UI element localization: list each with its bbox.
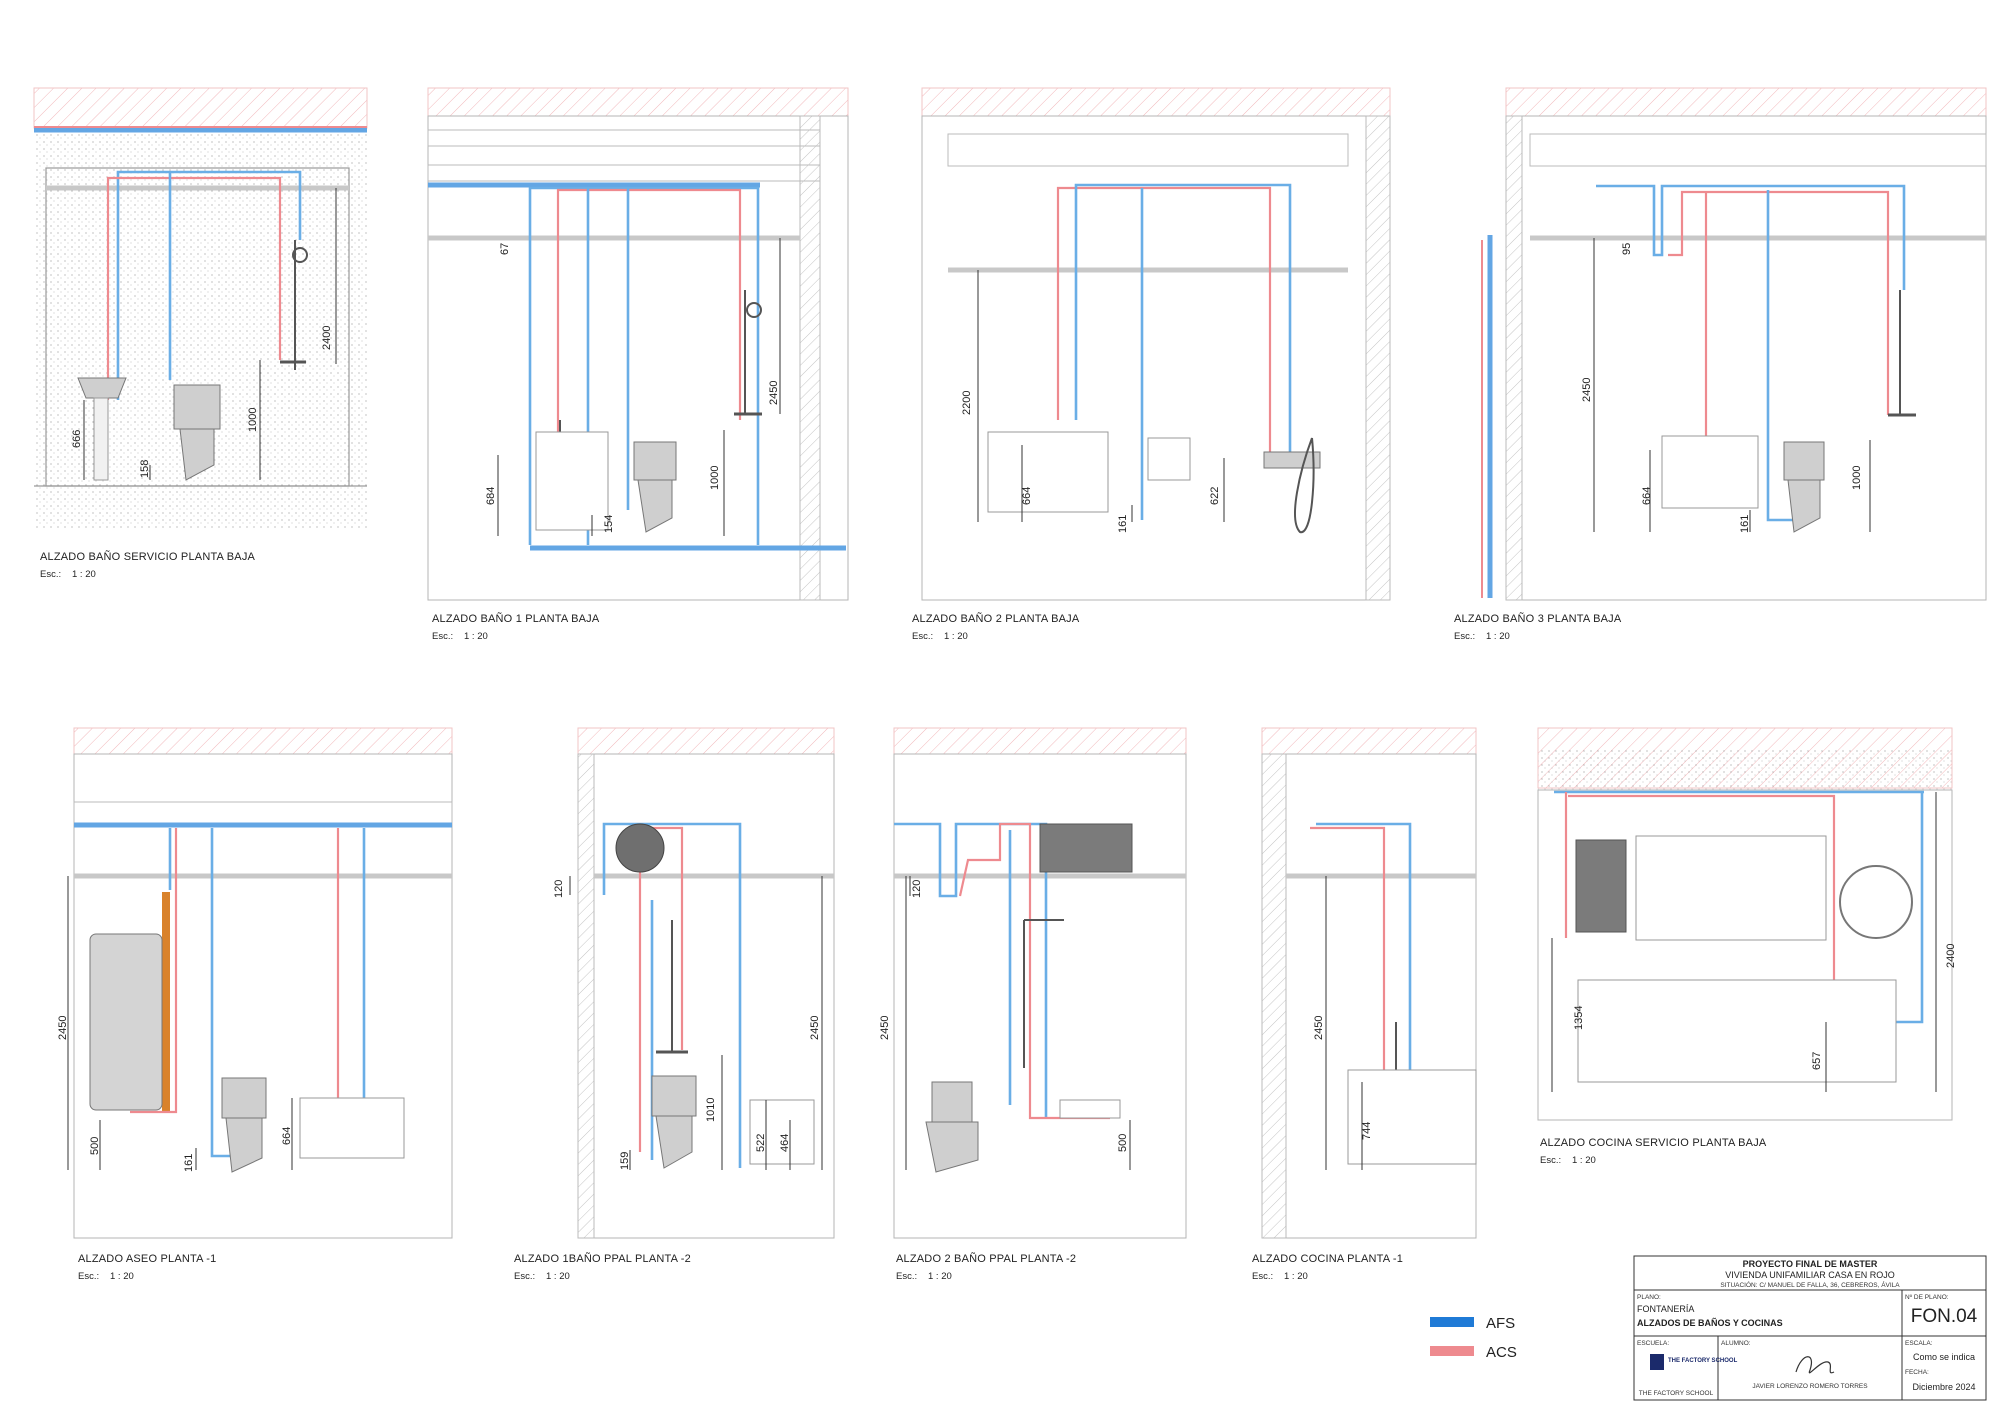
- dim-657: 657: [1811, 1052, 1823, 1070]
- school-logo-text: THE FACTORY SCHOOL: [1668, 1358, 1738, 1364]
- dim-522: 522: [755, 1134, 767, 1152]
- school-logo: THE FACTORY SCHOOL: [1650, 1354, 1738, 1370]
- dim-1000: 1000: [709, 466, 721, 490]
- alumno-name: JAVIER LORENZO ROMERO TORRES: [1752, 1383, 1868, 1390]
- scale-label: Esc.:: [78, 1271, 99, 1282]
- dim-67: 67: [499, 243, 511, 255]
- plano-line-1: FONTANERÍA: [1637, 1304, 1694, 1314]
- dim-120: 120: [553, 880, 565, 898]
- legend-swatch-acs: [1430, 1346, 1474, 1356]
- dim-684: 684: [485, 487, 497, 505]
- escala-value: Como se indica: [1913, 1352, 1975, 1362]
- dim-464: 464: [779, 1134, 791, 1152]
- dim-161: 161: [1117, 515, 1129, 533]
- dim-158: 158: [139, 460, 151, 478]
- scale-label: Esc.:: [1252, 1271, 1273, 1282]
- dim-1000: 1000: [1851, 466, 1863, 490]
- elevation-title: ALZADO 1BAÑO PPAL PLANTA -2: [514, 1252, 691, 1265]
- dim-2450: 2450: [809, 1016, 821, 1040]
- dim-1000: 1000: [247, 408, 259, 432]
- project-location: SITUACIÓN: C/ MANUEL DE FALLA, 36, CEBRE…: [1720, 1280, 1900, 1289]
- fecha-value: Diciembre 2024: [1912, 1382, 1975, 1392]
- dim-500: 500: [89, 1137, 101, 1155]
- escuela-label: ESCUELA:: [1637, 1340, 1669, 1347]
- legend-swatch-afs: [1430, 1317, 1474, 1327]
- scale-value: 1 : 20: [1486, 631, 1510, 642]
- elevation-title: ALZADO BAÑO 3 PLANTA BAJA: [1454, 612, 1622, 625]
- dim-2450: 2450: [1313, 1016, 1325, 1040]
- elevation-1bano-ppal: 120 159 1010 2450 522 464 ALZADO 1BAÑO P…: [514, 727, 835, 1282]
- elevation-2bano-ppal: 120 2450 500 ALZADO 2 BAÑO PPAL PLANTA -…: [879, 727, 1187, 1282]
- dim-664: 664: [1021, 487, 1033, 505]
- plano-line-2: ALZADOS DE BAÑOS Y COCINAS: [1637, 1318, 1783, 1328]
- escala-label: ESCALA:: [1905, 1340, 1933, 1347]
- dim-2200: 2200: [961, 391, 973, 415]
- dim-1354: 1354: [1573, 1006, 1585, 1030]
- scale-value: 1 : 20: [546, 1271, 570, 1282]
- scale-label: Esc.:: [1540, 1155, 1561, 1166]
- elevation-title: ALZADO COCINA SERVICIO PLANTA BAJA: [1540, 1137, 1767, 1149]
- elevation-title: ALZADO ASEO PLANTA -1: [78, 1253, 217, 1265]
- dim-666: 666: [71, 430, 83, 448]
- scale-value: 1 : 20: [110, 1271, 134, 1282]
- elevation-title: ALZADO BAÑO 1 PLANTA BAJA: [432, 612, 600, 625]
- elevation-title: ALZADO BAÑO SERVICIO PLANTA BAJA: [40, 550, 256, 563]
- elevation-title: ALZADO COCINA PLANTA -1: [1252, 1253, 1403, 1265]
- scale-value: 1 : 20: [1284, 1271, 1308, 1282]
- elevation-bano-1: 67 684 154 1000 2450 ALZADO BAÑO 1 PLANT…: [427, 87, 849, 642]
- scale-label: Esc.:: [514, 1271, 535, 1282]
- dim-95: 95: [1621, 243, 1633, 255]
- elevation-cocina-planta-1: 2450 744 ALZADO COCINA PLANTA -1 Esc.: 1…: [1252, 727, 1477, 1282]
- alumno-label: ALUMNO:: [1721, 1340, 1751, 1347]
- dim-120: 120: [911, 880, 923, 898]
- elevation-bano-servicio: 666 158 1000 2400 ALZADO BAÑO SERVICIO P…: [33, 87, 368, 580]
- dim-622: 622: [1209, 487, 1221, 505]
- scale-value: 1 : 20: [464, 631, 488, 642]
- signature: [1795, 1356, 1835, 1374]
- fecha-label: FECHA:: [1905, 1369, 1929, 1376]
- dim-159: 159: [619, 1152, 631, 1170]
- project-subtitle: VIVIENDA UNIFAMILIAR CASA EN ROJO: [1725, 1270, 1895, 1280]
- dim-2450: 2450: [57, 1016, 69, 1040]
- project-title: PROYECTO FINAL DE MASTER: [1743, 1259, 1878, 1269]
- dim-1010: 1010: [705, 1098, 717, 1122]
- scale-label: Esc.:: [1454, 631, 1475, 642]
- dim-161: 161: [183, 1154, 195, 1172]
- title-block: PROYECTO FINAL DE MASTER VIVIENDA UNIFAM…: [1633, 1255, 1987, 1401]
- elevation-bano-2: 2200 664 161 622 ALZADO BAÑO 2 PLANTA BA…: [912, 87, 1391, 642]
- dim-744: 744: [1361, 1122, 1373, 1140]
- dim-161: 161: [1739, 515, 1751, 533]
- dim-2450: 2450: [768, 381, 780, 405]
- num-label: Nº DE PLANO:: [1905, 1294, 1949, 1301]
- scale-label: Esc.:: [896, 1271, 917, 1282]
- dim-2450: 2450: [879, 1016, 891, 1040]
- dim-664: 664: [1641, 487, 1653, 505]
- scale-label: Esc.:: [432, 631, 453, 642]
- elevation-title: ALZADO 2 BAÑO PPAL PLANTA -2: [896, 1252, 1076, 1265]
- dim-2450: 2450: [1581, 378, 1593, 402]
- school-name: THE FACTORY SCHOOL: [1639, 1390, 1714, 1397]
- scale-value: 1 : 20: [928, 1271, 952, 1282]
- scale-label: Esc.:: [40, 569, 61, 580]
- scale-value: 1 : 20: [1572, 1155, 1596, 1166]
- dim-2400: 2400: [1945, 944, 1957, 968]
- elevation-cocina-servicio: 1354 657 2400 ALZADO COCINA SERVICIO PLA…: [1537, 727, 1957, 1166]
- dim-2400: 2400: [321, 326, 333, 350]
- elevation-bano-3: 95 2450 664 161 1000 ALZADO BAÑO 3 PLANT…: [1454, 87, 1987, 642]
- dim-154: 154: [603, 515, 615, 533]
- legend: AFS ACS: [1430, 1315, 1517, 1361]
- dim-664: 664: [281, 1127, 293, 1145]
- scale-value: 1 : 20: [944, 631, 968, 642]
- scale-value: 1 : 20: [72, 569, 96, 580]
- elevation-title: ALZADO BAÑO 2 PLANTA BAJA: [912, 612, 1080, 625]
- plano-label: PLANO:: [1637, 1294, 1661, 1301]
- legend-label-afs: AFS: [1486, 1315, 1515, 1332]
- plan-number: FON.04: [1911, 1306, 1978, 1327]
- dim-500: 500: [1117, 1134, 1129, 1152]
- elevation-aseo-planta-1: 2450 500 161 664 ALZADO ASEO PLANTA -1 E…: [57, 727, 453, 1282]
- legend-label-acs: ACS: [1486, 1344, 1517, 1361]
- scale-label: Esc.:: [912, 631, 933, 642]
